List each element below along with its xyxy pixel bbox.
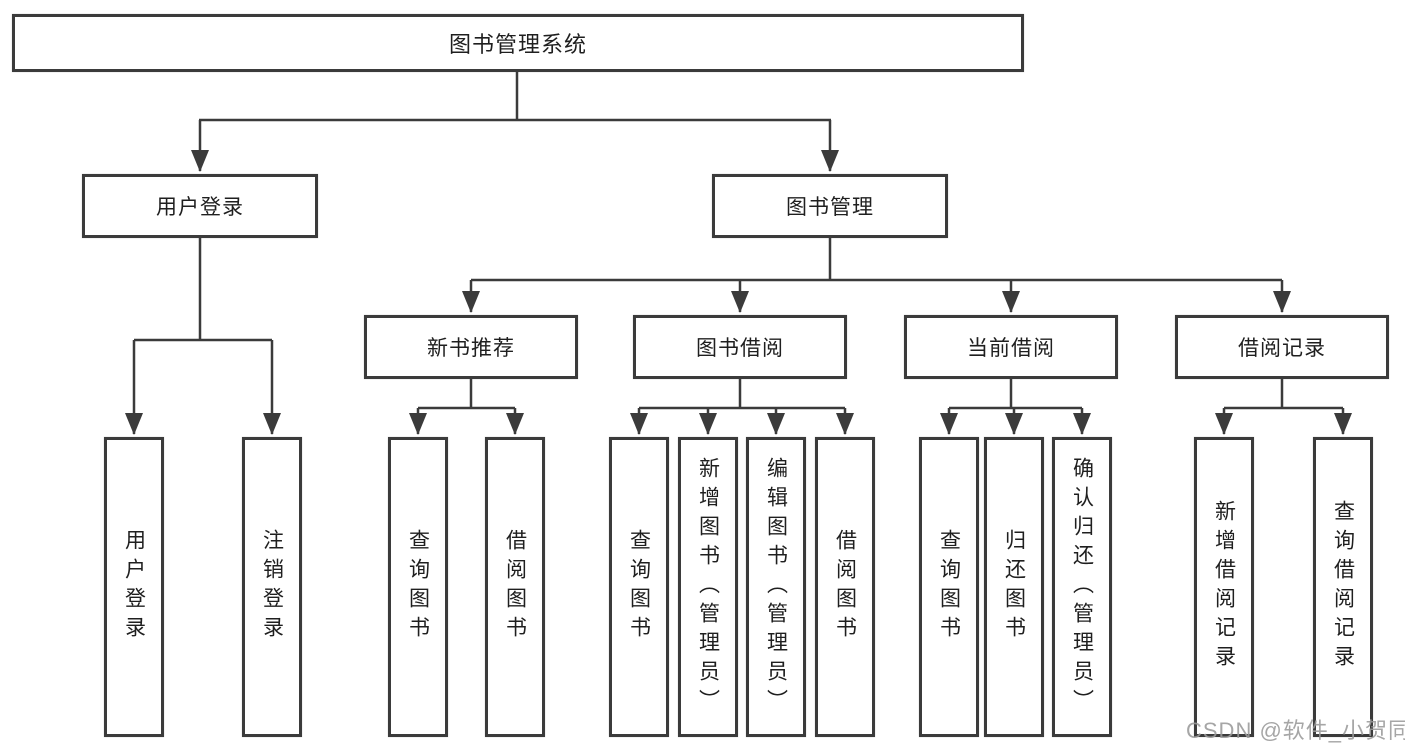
node-borrow-records-label: 借阅记录 (1238, 337, 1326, 360)
node-book-management: 图书管理 (712, 174, 948, 238)
node-book-borrowing-label: 图书借阅 (696, 337, 784, 360)
node-new-book-recommendation: 新书推荐 (364, 315, 578, 379)
leaf-cb-return-books-label: 归还图书 (1002, 529, 1026, 645)
node-current-borrowing-label: 当前借阅 (967, 337, 1055, 360)
leaf-user-login-label: 用户登录 (122, 529, 146, 645)
leaf-user-login: 用户登录 (104, 437, 164, 737)
node-user-login-label: 用户登录 (156, 196, 244, 219)
watermark: CSDN @软件_小贺同学 (1186, 718, 1405, 743)
node-book-management-label: 图书管理 (786, 196, 874, 219)
leaf-bb-borrow-books-label: 借阅图书 (833, 529, 857, 645)
node-root: 图书管理系统 (12, 14, 1024, 72)
leaf-bb-borrow-books: 借阅图书 (815, 437, 875, 737)
node-user-login: 用户登录 (82, 174, 318, 238)
leaf-bb-add-books-admin-label: 新增图书（管理员） (696, 456, 720, 718)
leaf-cb-confirm-return-admin-label: 确认归还（管理员） (1070, 456, 1094, 718)
leaf-cb-query-books-label: 查询图书 (937, 529, 961, 645)
leaf-br-add-record: 新增借阅记录 (1194, 437, 1254, 737)
node-book-borrowing: 图书借阅 (633, 315, 847, 379)
leaf-cb-return-books: 归还图书 (984, 437, 1044, 737)
leaf-nbr-borrow-books-label: 借阅图书 (503, 529, 527, 645)
leaf-br-query-record: 查询借阅记录 (1313, 437, 1373, 737)
leaf-bb-edit-books-admin: 编辑图书（管理员） (746, 437, 806, 737)
leaf-nbr-query-books: 查询图书 (388, 437, 448, 737)
leaf-logout-label: 注销登录 (260, 529, 284, 645)
node-root-label: 图书管理系统 (448, 32, 587, 57)
leaf-cb-query-books: 查询图书 (919, 437, 979, 737)
leaf-br-query-record-label: 查询借阅记录 (1331, 500, 1355, 674)
leaf-bb-query-books-label: 查询图书 (627, 529, 651, 645)
leaf-bb-query-books: 查询图书 (609, 437, 669, 737)
node-current-borrowing: 当前借阅 (904, 315, 1118, 379)
leaf-logout: 注销登录 (242, 437, 302, 737)
leaf-nbr-borrow-books: 借阅图书 (485, 437, 545, 737)
leaf-cb-confirm-return-admin: 确认归还（管理员） (1052, 437, 1112, 737)
leaf-br-add-record-label: 新增借阅记录 (1212, 500, 1236, 674)
node-borrow-records: 借阅记录 (1175, 315, 1389, 379)
leaf-nbr-query-books-label: 查询图书 (406, 529, 430, 645)
node-new-book-recommendation-label: 新书推荐 (427, 337, 515, 360)
leaf-bb-add-books-admin: 新增图书（管理员） (678, 437, 738, 737)
leaf-bb-edit-books-admin-label: 编辑图书（管理员） (764, 456, 788, 718)
